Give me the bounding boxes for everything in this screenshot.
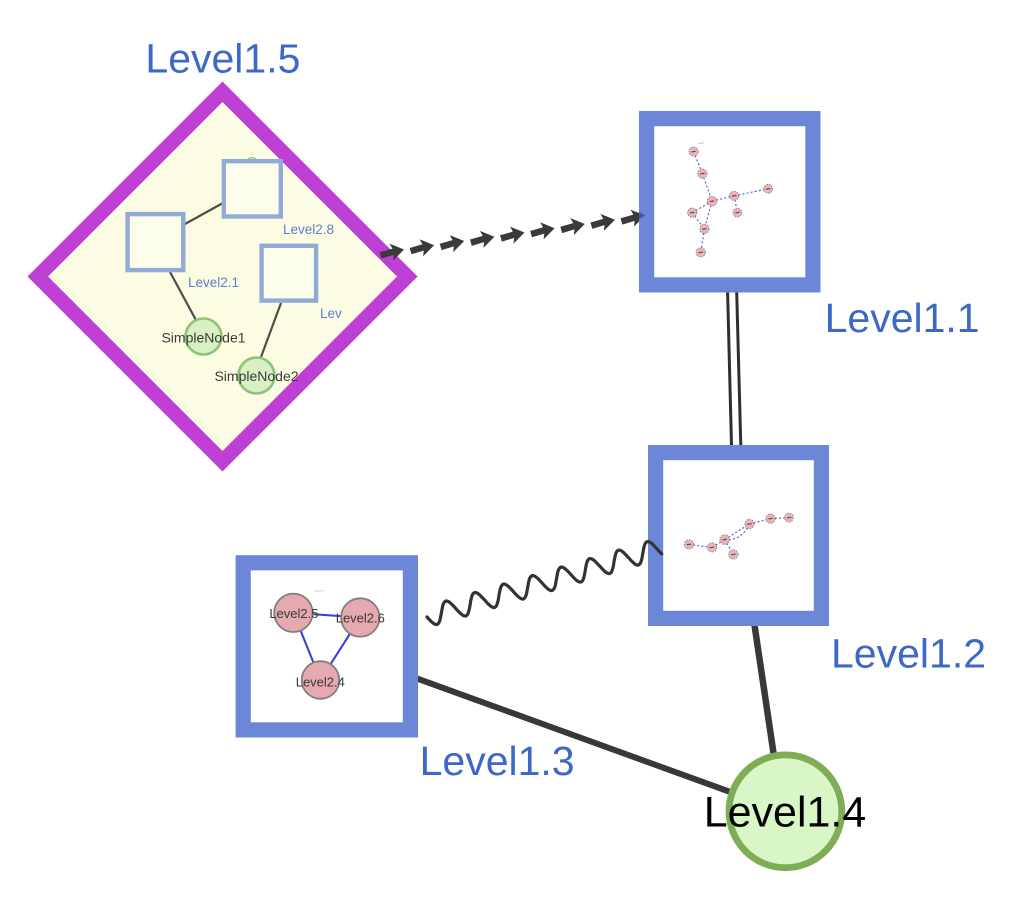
svg-text:Level1.4: Level1.4 [704, 789, 867, 837]
svg-text:SimpleNode1: SimpleNode1 [161, 330, 245, 346]
svg-text:Level2.4: Level2.4 [296, 674, 345, 689]
svg-text:Level2.8: Level2.8 [283, 222, 334, 237]
svg-text:Level1.2: Level1.2 [831, 630, 986, 676]
svg-text:Level1.5: Level1.5 [145, 35, 300, 81]
svg-text:Level2.6: Level2.6 [336, 610, 385, 625]
svg-text:Level1.3: Level1.3 [420, 738, 575, 784]
svg-text:SimpleNode2: SimpleNode2 [214, 368, 298, 384]
svg-text:Level1.1: Level1.1 [825, 295, 980, 341]
svg-text:Level2.1: Level2.1 [188, 275, 239, 290]
svg-text:Level2.5: Level2.5 [269, 606, 318, 621]
svg-text:Lev: Lev [320, 306, 342, 321]
